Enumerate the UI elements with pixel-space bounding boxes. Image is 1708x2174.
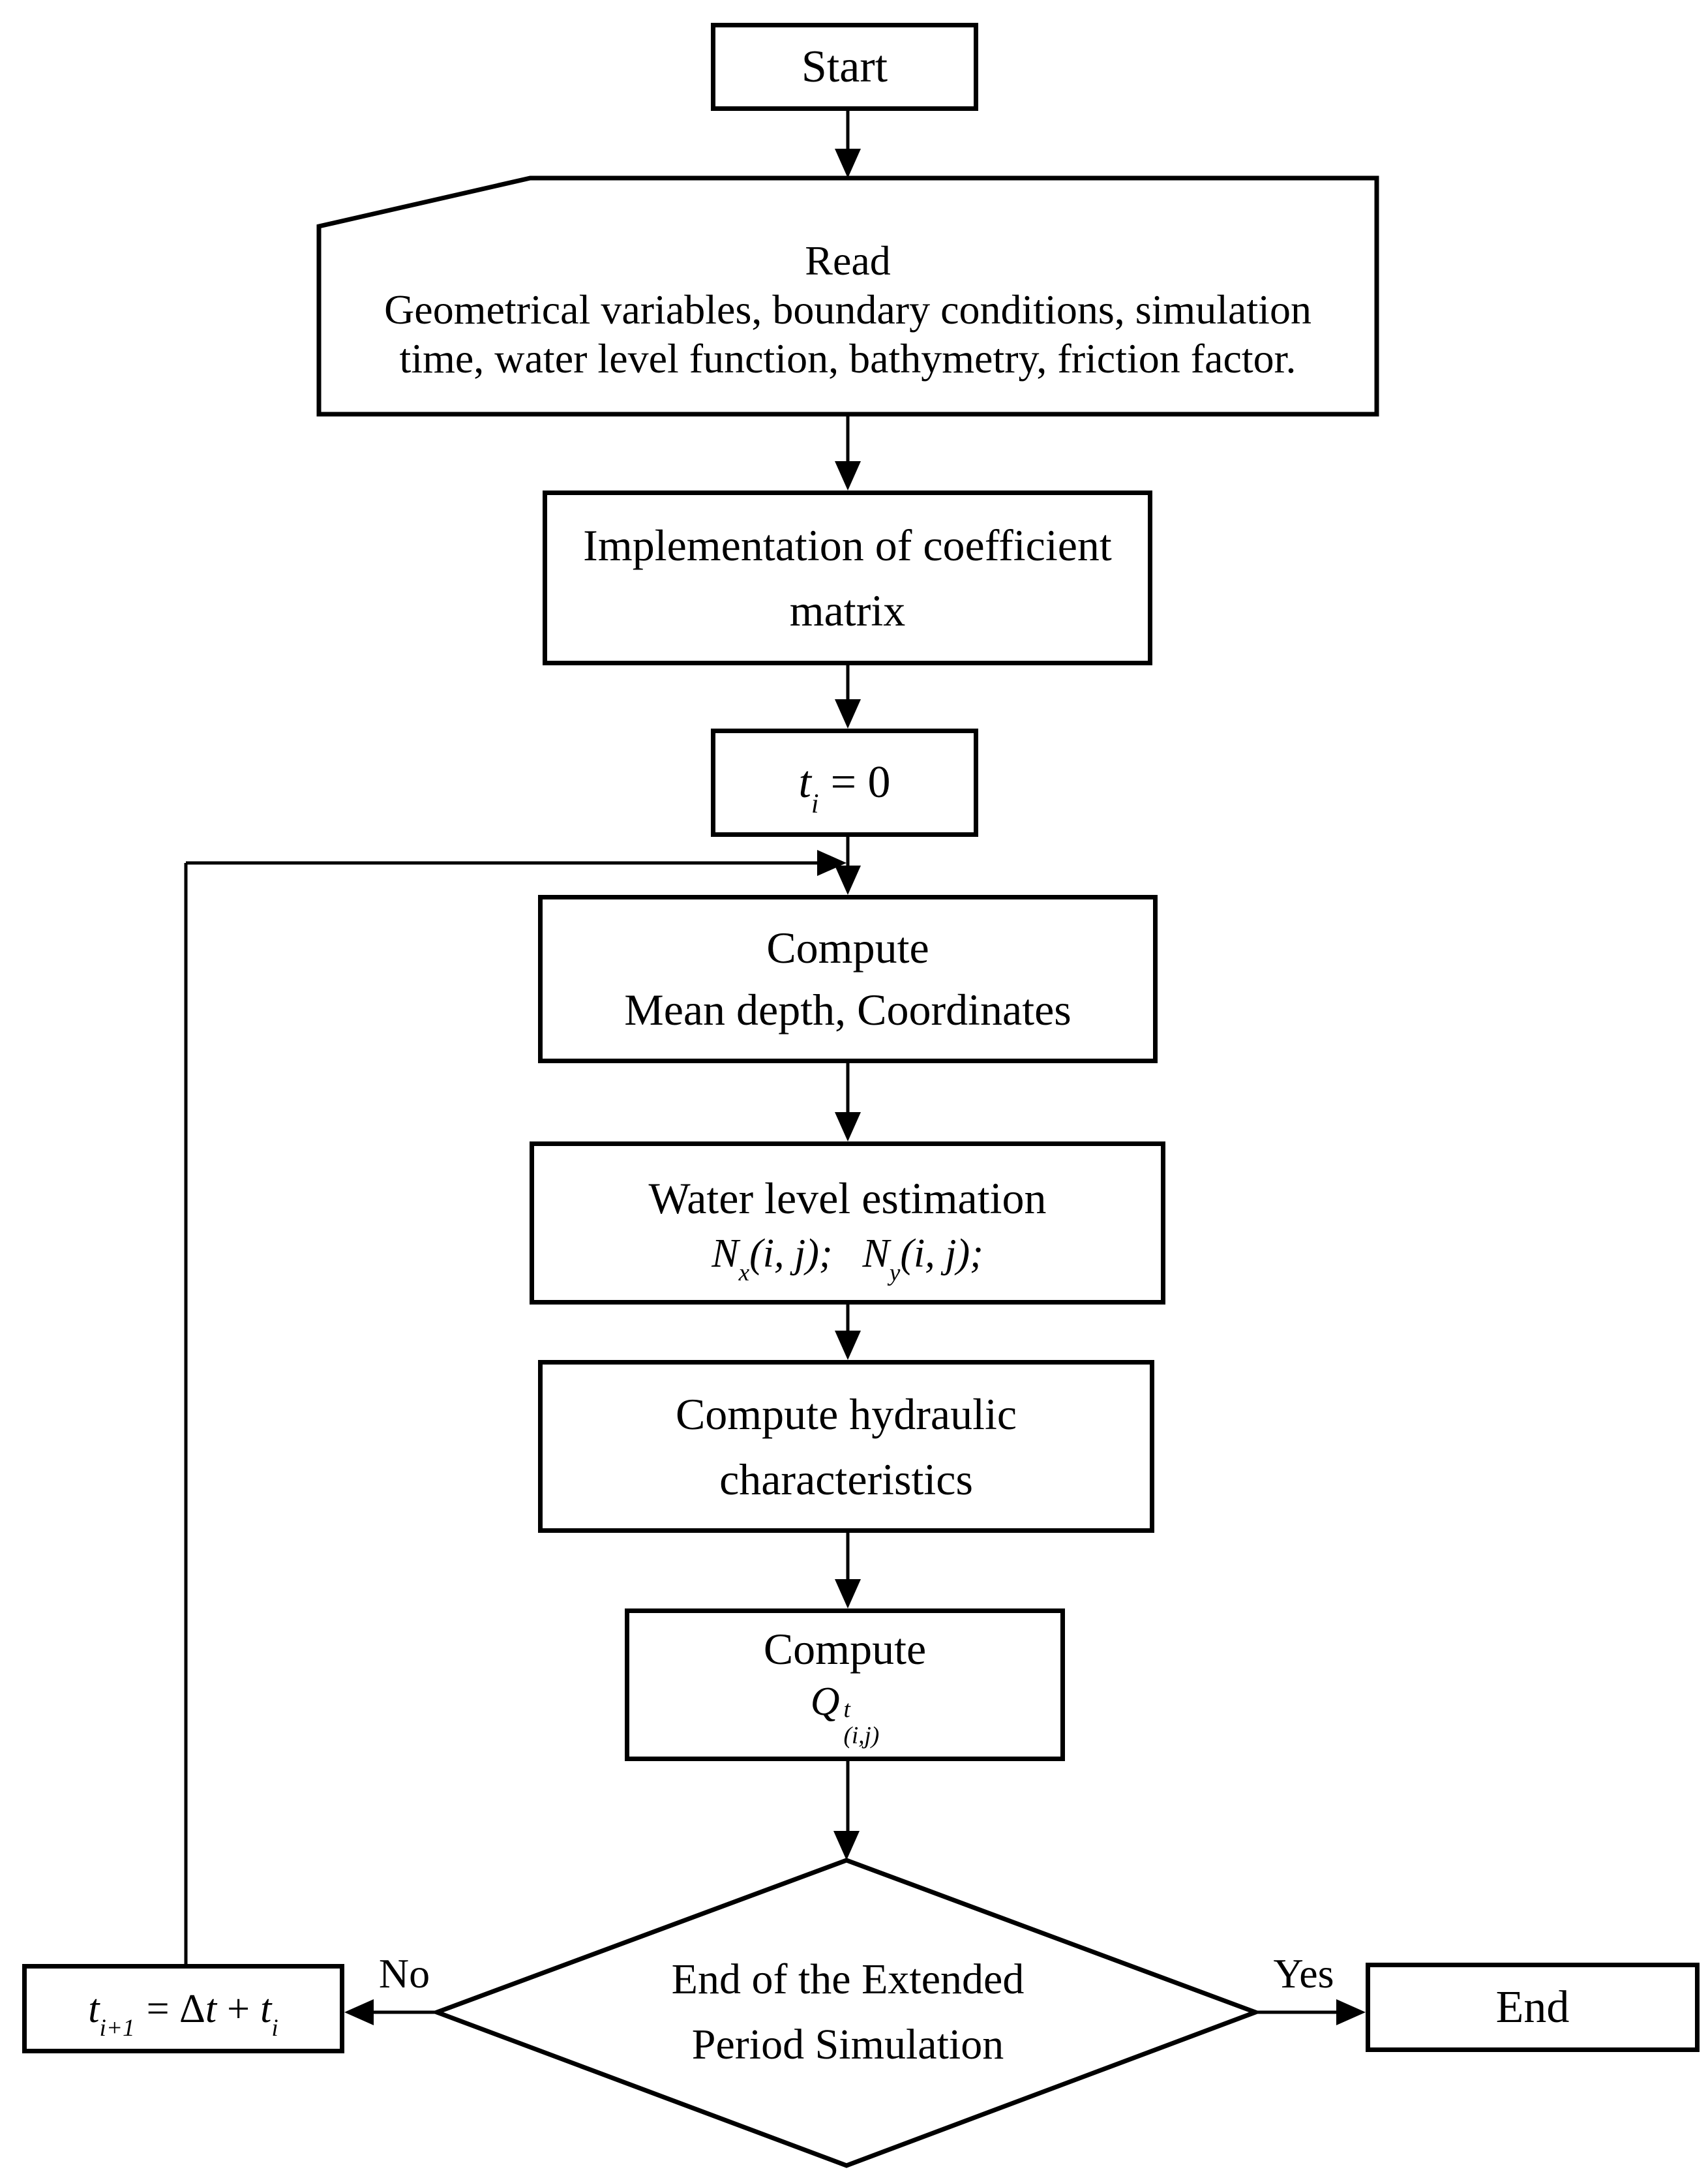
node-end-of-simulation-decision: End of the Extended Period Simulation [470, 1927, 1226, 2097]
node-time-increment: ti+1= Δt+ti [22, 1964, 344, 2053]
compute-hydraulic-line-1: Compute hydraulic [675, 1389, 1017, 1439]
compute-mean-depth-line-2: Mean depth, Coordinates [624, 985, 1071, 1034]
no-label-text: No [378, 1950, 430, 1997]
math-equals-delta: = Δ [146, 1986, 205, 2031]
node-compute-hydraulic: Compute hydraulic characteristics [538, 1360, 1154, 1533]
math-sub-i: i [811, 789, 819, 820]
read-line-1: Geometrical variables, boundary conditio… [384, 286, 1311, 333]
math-equals-zero: = 0 [830, 757, 891, 808]
math-term1-args: (i, j); [749, 1231, 833, 1276]
coefficient-matrix-line-1: Implementation of coefficient [583, 521, 1112, 570]
start-label: Start [801, 41, 888, 92]
math-t2: t [205, 1986, 217, 2031]
read-line-2: time, water level function, bathymetry, … [399, 335, 1296, 382]
math-Q-sup-t: t [843, 1697, 850, 1724]
math-var-t: t [798, 757, 811, 808]
math-Q-sub-ij: (i,j) [843, 1722, 880, 1749]
math-t3: t [260, 1986, 272, 2031]
math-term1-sub-x: x [738, 1260, 750, 1287]
arrowhead-into-discharge [835, 1579, 861, 1608]
edge-label-yes: Yes [1255, 1949, 1353, 1999]
math-term2-sub-y: y [889, 1260, 901, 1287]
coefficient-matrix-line-2: matrix [789, 586, 906, 635]
node-compute-mean-depth: Compute Mean depth, Coordinates [538, 895, 1158, 1063]
compute-discharge-title: Compute [763, 1624, 927, 1674]
edge-label-no: No [355, 1949, 453, 1999]
math-term2-args: (i, j); [900, 1231, 983, 1276]
arrowhead-into-water [835, 1112, 861, 1141]
compute-mean-depth-line-1: Compute [766, 923, 929, 973]
math-term2-N: N [862, 1231, 890, 1276]
node-read-inputs: Read Geometrical variables, boundary con… [326, 204, 1370, 414]
water-level-formula: Nx(i, j);Ny(i, j); [712, 1231, 983, 1286]
node-coefficient-matrix: Implementation of coefficient matrix [543, 491, 1152, 665]
math-Q-scripts: t(i,j) [844, 1697, 880, 1748]
arrowhead-into-end [1336, 1999, 1366, 2025]
time-increment-formula: ti+1= Δt+ti [88, 1986, 278, 2041]
flow-arrowheads [344, 149, 1366, 2025]
arrowhead-into-decision [833, 1831, 860, 1860]
read-title: Read [805, 237, 891, 284]
node-water-level-estimation: Water level estimation Nx(i, j);Ny(i, j)… [530, 1141, 1165, 1305]
decision-line-1: End of the Extended [671, 1955, 1025, 2003]
arrowhead-into-t0 [835, 699, 861, 729]
decision-diamond-shape [430, 1858, 1263, 2168]
arrowhead-loop-junction [817, 850, 847, 876]
arrowhead-into-coeff [835, 461, 861, 491]
compute-hydraulic-line-2: characteristics [719, 1454, 973, 1504]
arrowhead-into-hydraulic [835, 1331, 861, 1360]
arrowhead-into-read [835, 149, 861, 178]
math-t3-sub: i [271, 2015, 278, 2042]
flow-shapes [316, 175, 1379, 2168]
math-term1-N: N [712, 1231, 739, 1276]
arrowhead-into-increment [344, 1999, 374, 2025]
math-Q-base: Q [810, 1680, 840, 1725]
math-plus: + [227, 1986, 250, 2031]
math-t1-sub: i+1 [99, 2015, 135, 2042]
decision-line-2: Period Simulation [691, 2021, 1004, 2068]
node-start: Start [711, 23, 978, 111]
math-t1: t [88, 1986, 100, 2031]
arrowhead-into-compute [835, 866, 861, 895]
yes-label-text: Yes [1273, 1950, 1334, 1997]
initialize-time-formula: ti = 0 [798, 757, 891, 819]
read-pentagon-shape [316, 175, 1379, 417]
end-label: End [1495, 1982, 1570, 2032]
node-end: End [1366, 1963, 1700, 2052]
water-level-title: Water level estimation [648, 1173, 1047, 1223]
node-initialize-time: ti = 0 [711, 729, 978, 837]
